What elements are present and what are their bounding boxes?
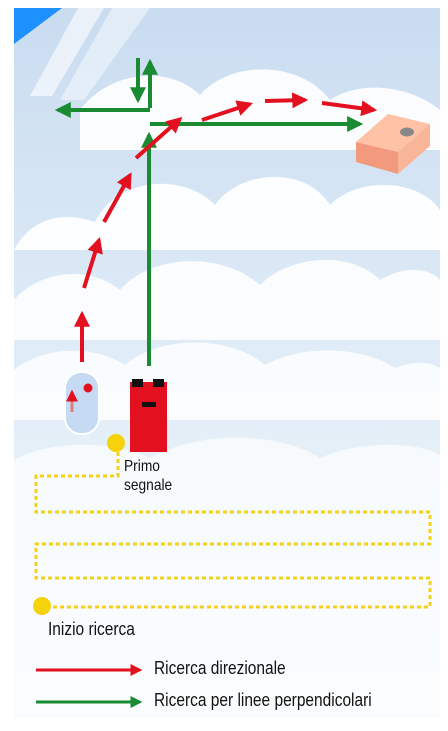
- search-start-marker: [33, 597, 51, 615]
- avalanche-transceiver-icon: [65, 372, 99, 434]
- first-signal-label-line1: Primo: [124, 459, 160, 475]
- legend-perpendicular-label: Ricerca per linee perpendicolari: [154, 691, 372, 709]
- red-transceiver-icon: [130, 379, 167, 452]
- search-start-label: Inizio ricerca: [48, 620, 135, 638]
- first-signal-marker: [107, 434, 125, 452]
- first-signal-label-line2: segnale: [124, 478, 172, 494]
- legend-directional-label: Ricerca direzionale: [154, 659, 286, 677]
- red-arrow: [265, 100, 305, 101]
